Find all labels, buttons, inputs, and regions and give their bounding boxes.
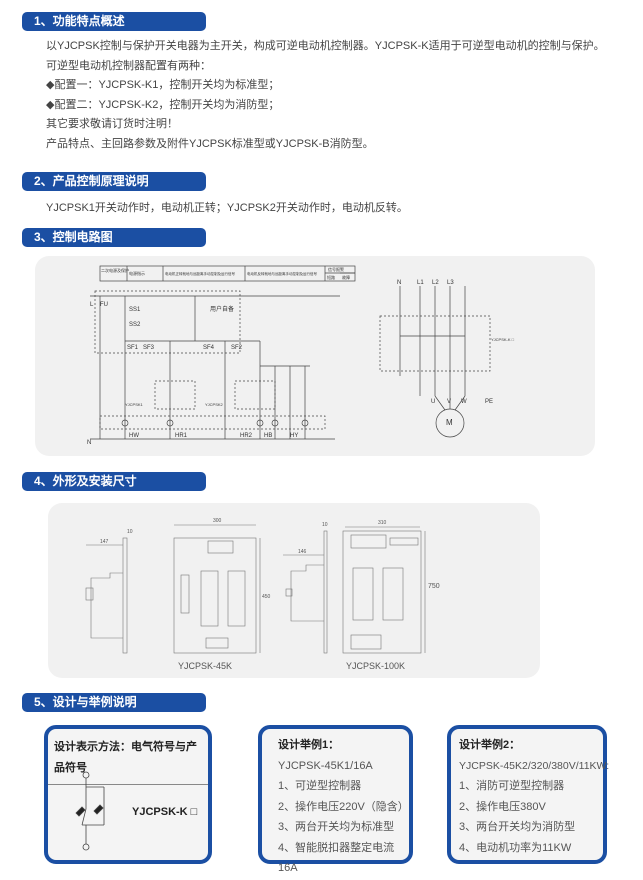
dim-thickness: 10 (127, 529, 133, 535)
para-line: ◆配置一：YJCPSK-K1，控制开关均为标准型； (46, 79, 280, 91)
model-code: YJCPSK-45K1/16A (278, 759, 373, 772)
model-label: YJCPSK-45K (178, 661, 232, 671)
label: SF1 (127, 345, 139, 351)
dim-depth: 146 (298, 549, 307, 555)
label: FU (100, 302, 108, 308)
para-line: 可逆型电动机控制器配置有两种： (46, 59, 211, 72)
para-line: 以YJCPSK控制与保护开关电器为主开关，构成可逆电动机控制器。YJCPSK-K… (46, 40, 605, 52)
label: L3 (447, 280, 454, 286)
section-5-heading: 5、设计与举例说明 (22, 693, 206, 712)
list-item: 1、可逆型控制器 (278, 780, 362, 792)
label: YJCPSK2 (205, 402, 224, 407)
list-item: 2、操作电压220V（隐含） (278, 800, 409, 813)
label: HR1 (175, 433, 188, 439)
label: W (461, 399, 467, 405)
motor-label: M (446, 418, 453, 427)
card-title: 设计举例2： (459, 739, 521, 751)
table-header: 信号报警 (328, 266, 344, 272)
design-example-2-card: 设计举例2： YJCPSK-45K2/320/380V/11KW: 1、消防可逆… (447, 725, 610, 864)
table-header: 电动机反转就地与远距离手动控制及运行信号 (247, 271, 317, 276)
dim-height: 450 (262, 594, 271, 600)
switch-symbol-icon (75, 771, 105, 851)
section-1-heading: 1、功能特点概述 (22, 12, 206, 31)
list-item: 4、智能脱扣器整定电流16A (278, 841, 395, 875)
product-symbol: YJCPSK-K □ (132, 806, 198, 818)
label: L (90, 302, 94, 308)
dim-width: 310 (378, 520, 387, 526)
model-label: YJCPSK-100K (346, 661, 405, 671)
control-circuit-diagram: 二次电源及保护 电源指示 电动机正转就地与远距离手动控制及运行信号 电动机反转就… (87, 265, 515, 446)
dimension-drawings: 300 147 10 450 310 146 10 750 YJCPSK-45K… (85, 518, 440, 671)
label: 用户自备 (210, 305, 234, 313)
label: L1 (417, 280, 424, 286)
list-item: 3、两台开关均为消防型 (459, 821, 576, 833)
list-item: 4、电动机功率为11KW (459, 841, 572, 854)
section-4-heading: 4、外形及安装尺寸 (22, 472, 206, 491)
label: HR2 (240, 433, 253, 439)
dimensions-panel: 300 147 10 450 310 146 10 750 YJCPSK-45K… (48, 503, 540, 678)
dim-height: 750 (428, 583, 440, 590)
table-header: 短路 (327, 274, 335, 280)
label: V (447, 399, 451, 405)
label: SF3 (143, 345, 155, 351)
section-1-text: 以YJCPSK控制与保护开关电器为主开关，构成可逆电动机控制器。YJCPSK-K… (46, 37, 605, 154)
label: HW (129, 433, 139, 439)
model-code: YJCPSK-45K2/320/380V/11KW: (459, 759, 610, 772)
label: U (431, 399, 435, 405)
label: SS2 (129, 322, 141, 328)
para-line: ◆配置二：YJCPSK-K2，控制开关均为消防型； (46, 98, 280, 111)
para-line: 产品特点、主回路参数及附件YJCPSK标准型或YJCPSK-B消防型。 (46, 137, 374, 150)
card-title: 设计表示方法：电气符号与产品符号 (48, 729, 208, 785)
label: SF2 (231, 345, 243, 351)
list-item: 2、操作电压380V (459, 800, 546, 813)
label: YJCPSK-K □ (491, 337, 515, 342)
dim-depth: 147 (100, 539, 109, 545)
card-title: 设计举例1： (278, 739, 340, 751)
label: N (397, 280, 401, 286)
circuit-panel: 二次电源及保护 电源指示 电动机正转就地与远距离手动控制及运行信号 电动机反转就… (35, 256, 595, 456)
label: N (87, 440, 91, 446)
label: L2 (432, 280, 439, 286)
dim-thickness: 10 (322, 522, 328, 528)
table-header: 故障 (342, 274, 350, 280)
table-header: 二次电源及保护 (101, 267, 129, 273)
design-example-1-card: 设计举例1： YJCPSK-45K1/16A 1、可逆型控制器 2、操作电压22… (258, 725, 413, 874)
label: YJCPSK1 (125, 402, 144, 407)
section-2-heading: 2、产品控制原理说明 (22, 172, 206, 191)
list-item: 1、消防可逆型控制器 (459, 780, 565, 792)
list-item: 3、两台开关均为标准型 (278, 821, 395, 833)
dim-width: 300 (213, 518, 222, 524)
label: PE (485, 399, 493, 405)
label: SF4 (203, 345, 215, 351)
section-2-text: YJCPSK1开关动作时，电动机正转；YJCPSK2开关动作时，电动机反转。 (46, 202, 408, 214)
section-3-heading: 3、控制电路图 (22, 228, 206, 247)
label: SS1 (129, 307, 141, 313)
table-header: 电源指示 (129, 270, 145, 276)
label: HB (264, 433, 272, 439)
label: HY (290, 433, 298, 439)
design-method-card: 设计表示方法：电气符号与产品符号 YJCPSK-K □ (44, 725, 212, 864)
para-line: 其它要求敬请订货时注明！ (46, 118, 178, 130)
table-header: 电动机正转就地与远距离手动控制及运行信号 (165, 271, 235, 276)
